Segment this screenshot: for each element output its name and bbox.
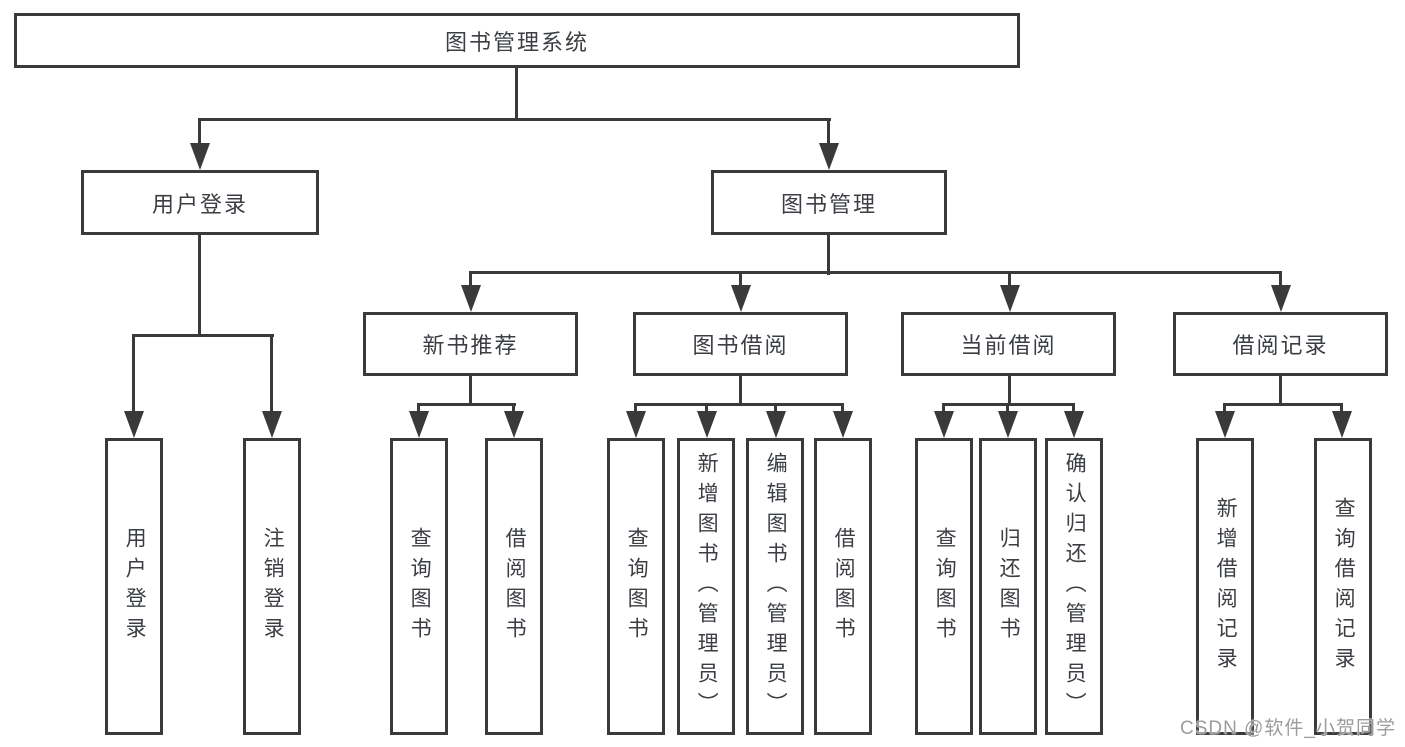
connector-stem-leaf-logout (270, 334, 273, 414)
connector-current-drop (1008, 374, 1011, 406)
connector-stem-records (1279, 271, 1282, 289)
connector-stem-borrow (739, 271, 742, 289)
leaf-borrow-query-books: 查询图书 (607, 438, 665, 735)
connector-stem (1072, 403, 1075, 413)
connector-stem (634, 403, 637, 413)
connector-stem (417, 403, 420, 413)
connector-login-rail (132, 334, 274, 337)
node-user-login-label: 用户登录 (151, 191, 248, 217)
arrow-to-records (1271, 285, 1291, 312)
connector-level2-rail (198, 118, 831, 121)
connector-mgmt-drop (827, 233, 830, 275)
node-book-management: 图书管理 (711, 170, 947, 235)
connector-stem (512, 403, 515, 413)
arrow-to-recommend (461, 285, 481, 312)
leaf-borrow-add-books-admin: 新增图书（管理员） (677, 438, 735, 735)
arrow-to-leaf (626, 411, 646, 438)
node-root-label: 图书管理系统 (444, 29, 589, 55)
arrow-to-leaf (1215, 411, 1235, 438)
arrow-to-user-login (190, 143, 210, 170)
leaf-current-confirm-return-admin: 确认归还（管理员） (1045, 438, 1103, 735)
leaf-label: 查询借阅记录 (1332, 496, 1356, 677)
connector-stem-leaf-login (132, 334, 135, 414)
leaf-label: 新增图书（管理员） (695, 451, 719, 722)
arrow-to-leaf-login (124, 411, 144, 438)
connector-recommend-drop (469, 374, 472, 406)
arrow-to-leaf (1064, 411, 1084, 438)
node-new-book-recommend: 新书推荐 (363, 312, 578, 376)
arrow-to-leaf (504, 411, 524, 438)
node-user-login: 用户登录 (81, 170, 319, 235)
leaf-label: 借阅图书 (503, 526, 527, 647)
connector-recommend-rail (417, 403, 516, 406)
leaf-records-add-record: 新增借阅记录 (1196, 438, 1254, 735)
node-borrow-records: 借阅记录 (1173, 312, 1388, 376)
node-book-management-label: 图书管理 (780, 191, 877, 217)
arrow-to-leaf (409, 411, 429, 438)
connector-stem (1006, 403, 1009, 413)
connector-level3-rail (469, 271, 1282, 274)
connector-borrow-rail (635, 403, 843, 406)
leaf-label: 编辑图书（管理员） (764, 451, 788, 722)
arrow-to-leaf-logout (262, 411, 282, 438)
connector-stem-user-login (198, 118, 201, 146)
leaf-label: 查询图书 (933, 526, 957, 647)
leaf-current-query-books: 查询图书 (915, 438, 973, 735)
node-borrow-records-label: 借阅记录 (1232, 333, 1329, 358)
node-book-borrow: 图书借阅 (633, 312, 848, 376)
arrow-to-leaf (998, 411, 1018, 438)
arrow-to-leaf (833, 411, 853, 438)
node-book-borrow-label: 图书借阅 (692, 333, 789, 358)
arrow-to-leaf (697, 411, 717, 438)
leaf-logout-label: 注销登录 (261, 526, 285, 647)
leaf-label: 确认归还（管理员） (1063, 451, 1087, 722)
leaf-label: 借阅图书 (832, 526, 856, 647)
leaf-label: 新增借阅记录 (1214, 496, 1238, 677)
leaf-user-login: 用户登录 (105, 438, 163, 735)
leaf-current-return-books: 归还图书 (979, 438, 1037, 735)
node-current-borrow-label: 当前借阅 (960, 333, 1057, 358)
leaf-borrow-borrow-books: 借阅图书 (814, 438, 872, 735)
node-current-borrow: 当前借阅 (901, 312, 1116, 376)
connector-stem (705, 403, 708, 413)
arrow-to-borrow (731, 285, 751, 312)
leaf-borrow-edit-books-admin: 编辑图书（管理员） (746, 438, 804, 735)
connector-records-drop (1279, 374, 1282, 406)
leaf-label: 查询图书 (408, 526, 432, 647)
arrow-to-leaf (766, 411, 786, 438)
node-root: 图书管理系统 (14, 13, 1020, 68)
connector-stem (841, 403, 844, 413)
arrow-to-book-mgmt (819, 143, 839, 170)
connector-root-drop (515, 66, 518, 121)
leaf-recommend-borrow-books: 借阅图书 (485, 438, 543, 735)
connector-stem-recommend (469, 271, 472, 289)
leaf-logout: 注销登录 (243, 438, 301, 735)
watermark: CSDN @软件_小贺同学 (1180, 718, 1396, 739)
connector-stem-book-mgmt (827, 118, 830, 146)
leaf-records-query-record: 查询借阅记录 (1314, 438, 1372, 735)
connector-login-drop (198, 233, 201, 337)
connector-borrow-drop (739, 374, 742, 406)
connector-stem (774, 403, 777, 413)
leaf-user-login-label: 用户登录 (123, 526, 147, 647)
leaf-label: 归还图书 (997, 526, 1021, 647)
leaf-recommend-query-books: 查询图书 (390, 438, 448, 735)
connector-stem (1340, 403, 1343, 413)
arrow-to-current (1000, 285, 1020, 312)
arrow-to-leaf (1332, 411, 1352, 438)
connector-stem-current (1008, 271, 1011, 289)
node-new-book-recommend-label: 新书推荐 (422, 333, 519, 358)
connector-stem (942, 403, 945, 413)
connector-stem (1223, 403, 1226, 413)
arrow-to-leaf (934, 411, 954, 438)
leaf-label: 查询图书 (625, 526, 649, 647)
connector-records-rail (1223, 403, 1343, 406)
